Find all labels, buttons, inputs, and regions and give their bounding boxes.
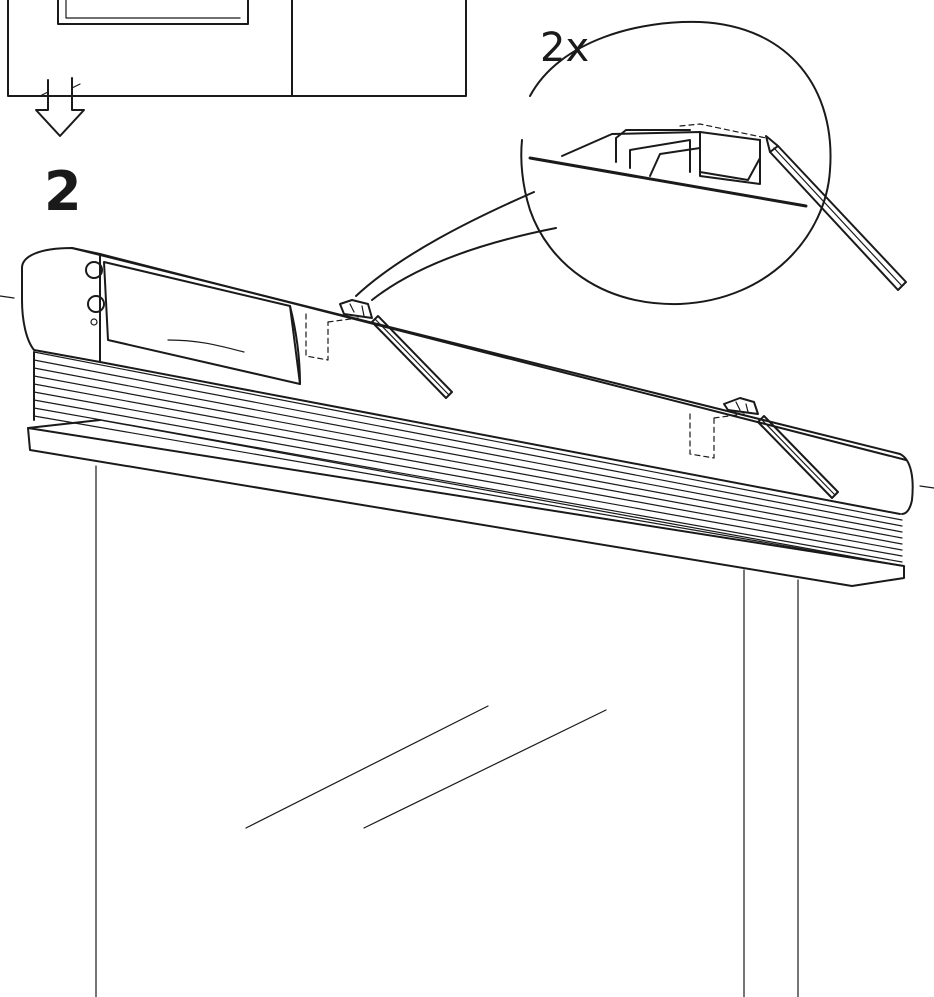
step-number: 2: [44, 160, 82, 223]
pencil-icon: [371, 315, 453, 399]
left-bracket: [305, 299, 373, 361]
blind-headrail: [0, 247, 934, 587]
quantity-label: 2x: [540, 25, 590, 71]
right-bracket: [689, 397, 759, 459]
window-frame: [95, 465, 799, 997]
pencil-icon: [757, 415, 839, 499]
down-arrow-icon: [35, 77, 85, 137]
previous-step-panel: [7, 0, 467, 97]
detail-callout-circle: [355, 20, 907, 306]
pencil-icon: [765, 135, 907, 291]
